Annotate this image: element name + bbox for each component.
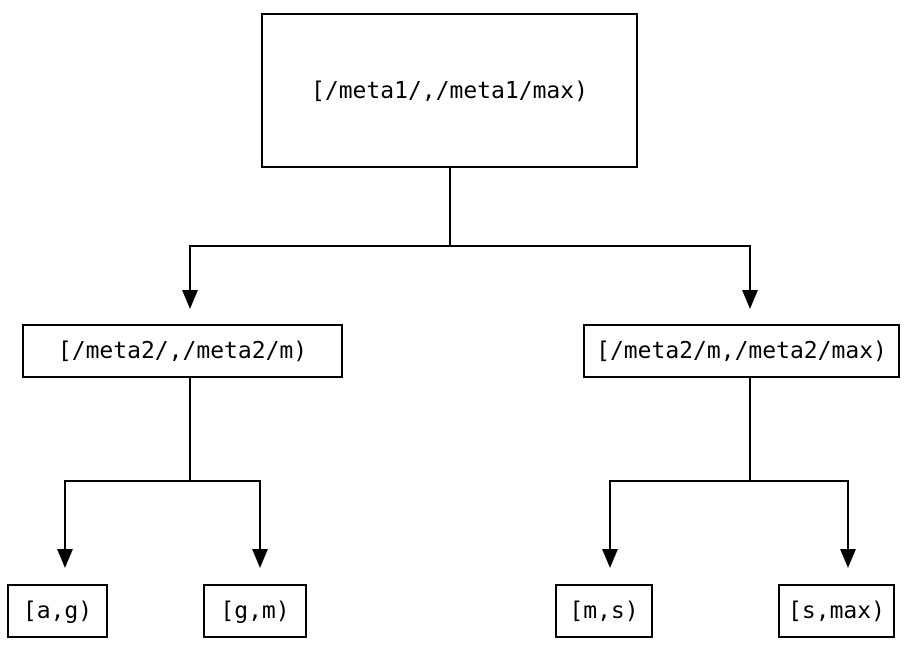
node-leaf-g-m: [g,m) — [203, 584, 307, 638]
arrowhead-leaf-ms — [602, 549, 618, 568]
node-meta2-right-range: [/meta2/m,/meta2/max) — [583, 324, 900, 378]
node-leaf-m-s: [m,s) — [555, 584, 653, 638]
arrowhead-leaf-gm — [252, 549, 268, 568]
node-meta1-range: [/meta1/,/meta1/max) — [261, 13, 638, 168]
arrowhead-leaf-ag — [57, 549, 73, 568]
arrowhead-leaf-smax — [840, 549, 856, 568]
node-leaf-a-g: [a,g) — [7, 584, 108, 638]
node-leaf-s-max: [s,max) — [778, 584, 895, 638]
arrowhead-meta2-left — [182, 290, 198, 309]
node-meta2-left-range: [/meta2/,/meta2/m) — [22, 324, 343, 378]
arrowhead-meta2-right — [742, 290, 758, 309]
